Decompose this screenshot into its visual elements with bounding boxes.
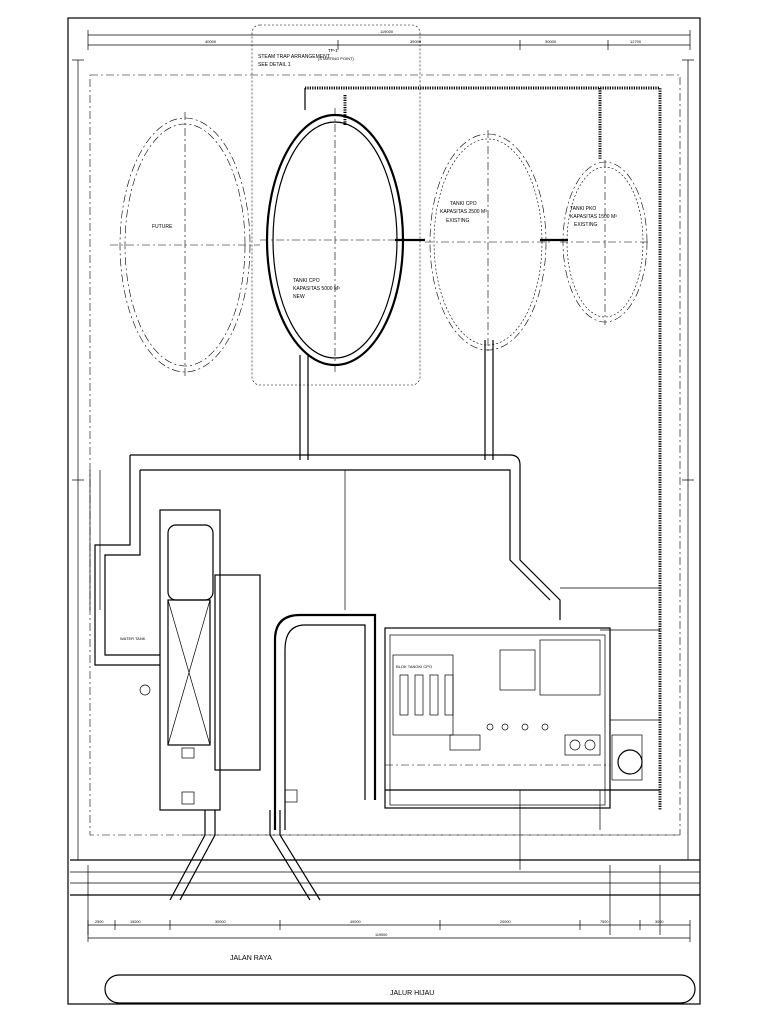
- dim-bottom-seg-1: 2500: [95, 920, 103, 924]
- steam-trap-note: STEAM TRAP ARRANGEMENT: [258, 54, 330, 60]
- tank-cpo-existing-line2: KAPASITAS 2500 M³: [440, 209, 487, 215]
- tank-pko-existing: TANKI PKO KAPASITAS 1500 M³ EXISTING: [560, 160, 650, 325]
- dim-top-seg-4: 12700: [630, 39, 642, 44]
- right-dimension-chain: [682, 59, 694, 861]
- right-pipe-rack: [560, 587, 660, 721]
- green-belt-label: JALUR HIJAU: [390, 990, 434, 997]
- tank-cpo-existing-line1: TANKI CPO: [450, 201, 477, 207]
- tank-future-label: FUTURE: [152, 224, 173, 230]
- dim-bottom-seg-2: 15000: [130, 920, 141, 924]
- dim-bottom-seg-6: 7500: [600, 920, 608, 924]
- bottom-dimension-chain: 2500 15000 30000 40000 20000 7500 3000 1…: [87, 920, 691, 942]
- tp1-label: TP-1: [328, 48, 338, 53]
- tank-cpo-new: TANKI CPO KAPASITAS 5000 M³ NEW: [260, 108, 410, 372]
- green-belt-outline: [104, 974, 696, 1004]
- main-road-label: JALAN RAYA: [230, 955, 272, 962]
- steam-pipe-top: [304, 86, 662, 810]
- tank-pko-existing-line3: EXISTING: [574, 222, 597, 228]
- dim-bottom-seg-3: 30000: [215, 920, 226, 924]
- left-dimension-chain: [72, 59, 84, 861]
- see-detail-note: SEE DETAIL 1: [258, 62, 291, 68]
- tank-cpo-new-line1: TANKI CPO: [293, 278, 320, 284]
- left-tank-label: WATER TANK: [120, 636, 146, 641]
- tank-pko-existing-line2: KAPASITAS 1500 M³: [570, 214, 617, 220]
- plant-block-label: BLOK TANGKI CPO: [396, 664, 432, 669]
- tank-cpo-existing: TANKI CPO KAPASITAS 2500 M³ EXISTING: [425, 130, 550, 354]
- tank-cpo-new-line3: NEW: [293, 294, 305, 300]
- tank-future: FUTURE: [110, 112, 260, 378]
- processing-plant: BLOK TANGKI CPO: [384, 627, 660, 870]
- dim-bottom-seg-5: 20000: [500, 920, 511, 924]
- top-dimension-chain: 119000 40000 35000 30000 12700: [87, 29, 691, 50]
- steam-trap-detail-boundary: [251, 24, 421, 386]
- pipes-tank-outlets: [299, 340, 494, 460]
- dim-top-seg-2: 35000: [410, 39, 422, 44]
- bottom-road-lines: [70, 810, 700, 935]
- dim-bottom-seg-4: 40000: [350, 920, 361, 924]
- dim-top-seg-3: 30000: [545, 39, 557, 44]
- dim-top-overall: 119000: [380, 29, 394, 34]
- tank-cpo-new-line2: KAPASITAS 5000 M³: [293, 286, 340, 292]
- tank-cpo-existing-line3: EXISTING: [446, 218, 469, 224]
- dim-top-seg-1: 40000: [205, 39, 217, 44]
- dim-bottom-seg-7: 3000: [655, 920, 663, 924]
- tank-pko-existing-line1: TANKI PKO: [570, 206, 596, 212]
- starting-point-label: (STARTING POINT): [318, 56, 355, 61]
- center-pipe-loop: [273, 613, 377, 830]
- left-building: WATER TANK: [120, 509, 261, 811]
- sheet-border: [67, 17, 701, 1005]
- process-area-outline: [89, 454, 561, 666]
- dim-bottom-overall: 119000: [375, 933, 387, 937]
